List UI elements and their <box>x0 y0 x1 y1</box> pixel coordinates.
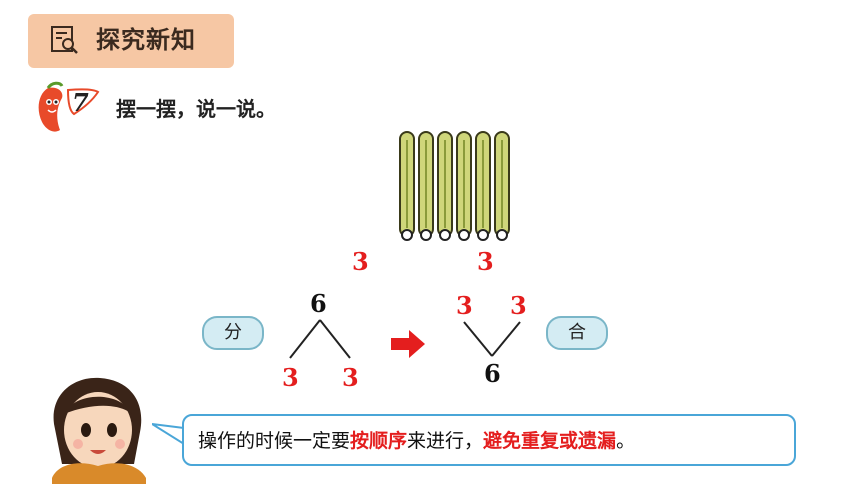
right-tree-child-1: 3 <box>456 291 473 320</box>
combine-button[interactable]: 合 <box>546 316 608 350</box>
section-header: 探究新知 <box>28 14 234 68</box>
section-title: 探究新知 <box>96 26 196 54</box>
right-tree-lines <box>463 321 521 357</box>
problem-number: 7 <box>72 88 89 117</box>
magnifier-document-icon <box>51 26 78 54</box>
girl-avatar <box>52 377 146 484</box>
problem-prompt: 摆一摆，说一说。 <box>116 97 276 121</box>
split-top-left: 3 <box>352 247 369 276</box>
right-tree-child-2: 3 <box>510 291 527 320</box>
right-arrow-icon <box>391 330 425 358</box>
tip-part-1: 操作的时候一定要 <box>198 430 351 452</box>
stick <box>418 131 434 241</box>
left-tree-child-1: 3 <box>282 363 299 392</box>
stick <box>475 131 491 241</box>
left-tree-parent: 6 <box>310 289 327 318</box>
tip-part-5: 。 <box>616 430 636 452</box>
stick <box>437 131 453 241</box>
speech-bubble: 操作的时候一定要按顺序来进行，避免重复或遗漏。 <box>182 414 796 466</box>
tip-text: 操作的时候一定要按顺序来进行，避免重复或遗漏。 <box>198 426 635 453</box>
split-top-right: 3 <box>477 247 494 276</box>
split-button[interactable]: 分 <box>202 316 264 350</box>
right-tree-parent: 6 <box>484 359 501 388</box>
stick <box>456 131 472 241</box>
tip-highlight-avoid: 避免重复或遗漏 <box>483 430 617 452</box>
stick <box>494 131 510 241</box>
left-tree-child-2: 3 <box>342 363 359 392</box>
counting-sticks <box>399 131 510 241</box>
pepper-mascot-icon <box>38 81 100 132</box>
tip-part-3: 来进行， <box>407 430 484 452</box>
tip-highlight-order: 按顺序 <box>350 430 408 452</box>
stick <box>399 131 415 241</box>
left-tree-lines <box>289 319 351 359</box>
